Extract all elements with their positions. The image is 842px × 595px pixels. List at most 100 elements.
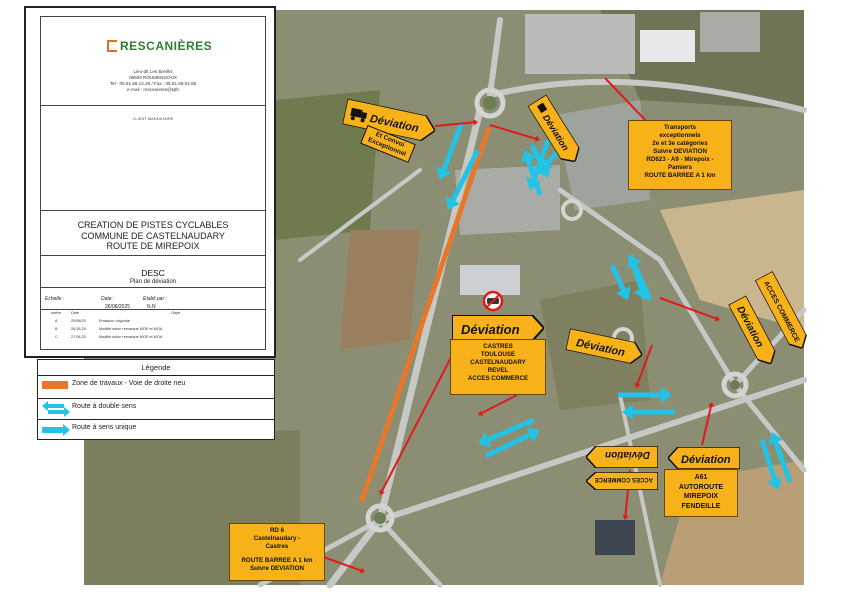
callout-line: Castres: [265, 543, 289, 550]
callout-line: MIREPOIX: [683, 493, 719, 500]
callout-line: Transports: [664, 124, 696, 131]
pointer-arrow: [489, 124, 540, 142]
callout-line: Suivre DEVIATION: [250, 565, 304, 572]
callout-line: FENDEILLE: [681, 502, 721, 510]
route-arrow: [622, 404, 675, 420]
legend-item-double: Route à double sens: [38, 398, 274, 418]
route-arrow: [627, 255, 653, 302]
deviation-sign-north: Déviation: [342, 98, 436, 142]
route-arrow: [484, 427, 540, 459]
callout-line: Pamiers: [667, 164, 693, 171]
deviation-sign-mid: Déviation: [565, 328, 644, 365]
callout-line: 2e et 3e catégories: [652, 140, 708, 147]
callout-line: REVEL: [487, 367, 509, 374]
rev-a-object: Emission originale: [99, 319, 130, 323]
callout-line: AUTOROUTE: [678, 483, 724, 491]
callout-line: ACCES COMMERCE: [467, 375, 529, 382]
callout-line: ROUTE BARREE A 1 km: [644, 172, 716, 179]
pointer-arrow: [701, 402, 715, 446]
company-logo: RESCANIÈRES: [107, 39, 212, 53]
building-south: [595, 520, 635, 555]
rev-c-object: Modifié selon remarque MOE et MOA: [99, 335, 163, 339]
industrial-block: [700, 12, 760, 52]
deviation-sign-parking: Déviation: [527, 94, 580, 163]
pointer-arrow: [634, 344, 653, 388]
acces-commerce-sign-inverted: ACCES COMMERCE: [586, 472, 658, 490]
legend-label-double: Route à double sens: [72, 403, 137, 410]
legend-label-works: Zone de travaux - Voie de droite neu: [72, 380, 186, 387]
callout-rd6: RD 6 Castelnaudary - Castres ROUTE BARRE…: [229, 523, 325, 581]
rev-a-date: 20/08/25: [71, 319, 86, 323]
legend-label-single: Route à sens unique: [72, 424, 137, 431]
callout-line: RD 6: [269, 527, 285, 534]
address-line-2: 09500 ROUMENGOUX: [129, 75, 177, 80]
roundabout-north: [474, 87, 506, 119]
route-arrow: [478, 417, 535, 448]
address-phone: Tel : 05.61.68.12.25 / Fax : 05.61.68.01…: [109, 81, 197, 86]
pointer-arrow: [379, 339, 461, 495]
rev-header-index: Indice: [51, 311, 62, 315]
route-arrow: [520, 150, 543, 196]
warehouse: [640, 30, 695, 62]
by-label: Etabli par :: [143, 296, 167, 302]
legend-item-single: Route à sens unique: [38, 419, 274, 439]
route-arrow: [529, 143, 551, 178]
company-name: RESCANIÈRES: [120, 39, 213, 53]
divider: [41, 309, 265, 310]
route-arrow: [436, 121, 465, 180]
title-block: RESCANIÈRES Lieu-dit Les Breilhs 09500 R…: [24, 6, 276, 358]
pointer-arrow: [478, 394, 518, 416]
scale-label: Echelle :: [45, 296, 65, 302]
date-label: Date :: [101, 296, 115, 302]
callout-a61: A61 AUTOROUTE MIREPOIX FENDEILLE: [664, 469, 738, 517]
roundabout-south-center: [374, 512, 386, 524]
deviation-sign-center: Déviation: [452, 315, 544, 341]
rev-header-object: Objet: [171, 311, 181, 315]
project-line-1: CREATION DE PISTES CYCLABLES: [77, 220, 229, 230]
truck-icon: [537, 102, 548, 114]
rev-header-date: Date: [71, 311, 80, 315]
client-label: CLIENT MANDATAIRE: [132, 116, 174, 121]
callout-line: Suivre DEVIATION: [653, 148, 707, 155]
route-arrow: [768, 432, 793, 483]
industrial-zone: [525, 14, 635, 74]
route-arrow: [618, 387, 672, 403]
deviation-sign-a61: Déviation: [668, 447, 740, 469]
rev-c-index: C: [55, 335, 58, 339]
project-line-3: ROUTE DE MIREPOIX: [106, 241, 200, 251]
route-arrow: [445, 148, 481, 210]
callout-line: TOULOUSE: [480, 351, 516, 358]
doc-phase: DESC: [141, 268, 165, 278]
field-west: [276, 90, 380, 240]
company-address: Lieu-dit Les Breilhs 09500 ROUMENGOUX Te…: [41, 69, 265, 93]
pointer-arrow: [317, 554, 365, 574]
rev-b-date: 26.08.25: [71, 327, 86, 331]
callout-line: ROUTE BARREE A 1 km: [241, 557, 313, 564]
rev-b-object: Modifié selon remarque MOE et MOA: [99, 327, 163, 331]
pointer-arrow: [434, 119, 478, 127]
deviation-label: Déviation: [681, 454, 731, 466]
pointer-arrows: [317, 77, 720, 574]
works-zone-line: [359, 127, 491, 503]
roundabout-east-center: [730, 380, 740, 390]
pointer-arrow: [659, 297, 720, 322]
roundabout-parking: [561, 199, 583, 221]
field-central: [340, 230, 420, 350]
callout-line: A61: [694, 474, 708, 481]
divider: [41, 287, 265, 288]
route-arrow: [759, 439, 783, 490]
commercial-building: [460, 265, 520, 295]
legend-item-works: Zone de travaux - Voie de droite neu: [38, 375, 274, 395]
callout-transports: Transports exceptionnels 2e et 3e catégo…: [628, 120, 732, 190]
double-arrow-icon: [42, 401, 70, 417]
client-section: CLIENT MANDATAIRE: [41, 105, 265, 211]
route-arrows: [436, 121, 793, 490]
logo-mark-icon: [107, 40, 117, 52]
orange-bar-icon: [42, 381, 68, 389]
by-value: N.N: [147, 304, 156, 310]
rev-c-date: 27.08.25: [71, 335, 86, 339]
deviation-label: Déviation: [461, 322, 520, 337]
rev-b-index: B: [55, 327, 58, 331]
address-email: e-mail : rescanieres@sjth: [127, 87, 179, 92]
truck-icon: [350, 107, 368, 123]
